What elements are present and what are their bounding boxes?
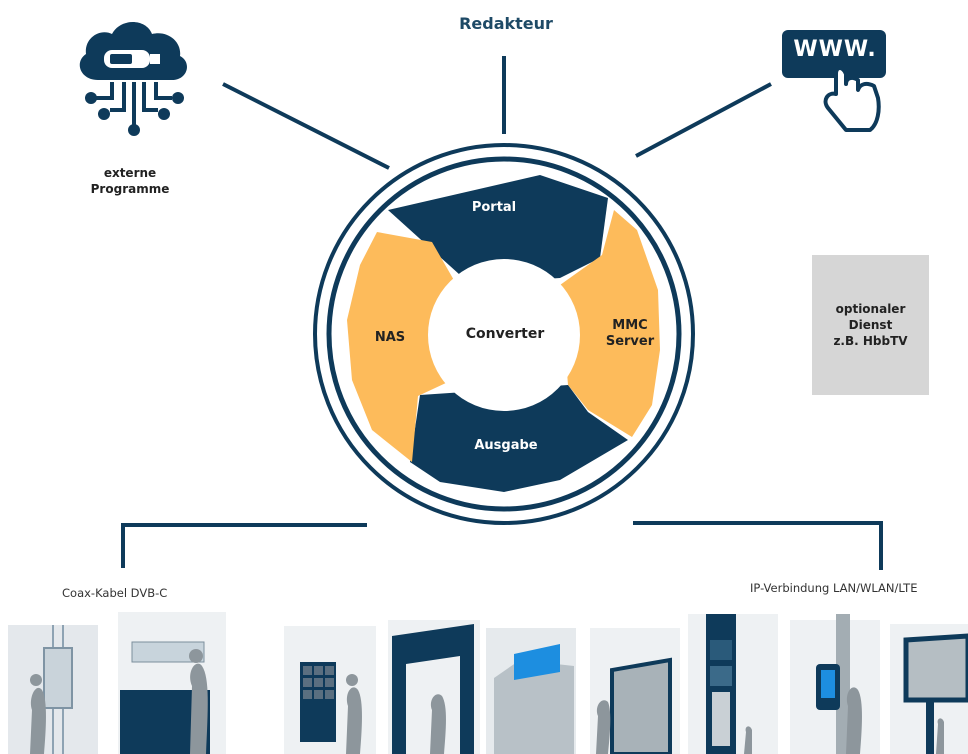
connector-coax (121, 523, 367, 568)
mmc-line2: Server (605, 334, 655, 349)
external-line2: Programme (90, 182, 170, 196)
external-line1: externe (103, 166, 157, 180)
optional-line3: z.B. HbbTV (833, 334, 908, 348)
ip-label: IP-Verbindung LAN/WLAN/LTE (750, 581, 918, 595)
coax-label: Coax-Kabel DVB-C (62, 586, 168, 600)
external-programs-label: externe Programme (60, 165, 200, 197)
www-click-icon (782, 30, 886, 132)
www-text: WWW. (793, 37, 877, 62)
counter-illustration (118, 612, 226, 754)
connector-ip (633, 521, 883, 570)
segment-nas (347, 232, 455, 462)
mmc-server-label: MMC Server (590, 318, 670, 350)
converter-label: Converter (465, 326, 545, 342)
nas-label: NAS (374, 330, 406, 345)
segment-portal (388, 175, 608, 284)
optional-service-box: optionaler Dienst z.B. HbbTV (812, 255, 929, 395)
billboard-illustration (890, 624, 968, 754)
stele-illustration (8, 625, 98, 754)
connector-www (635, 82, 772, 158)
inner-ring (326, 156, 682, 512)
locker-wall-illustration (284, 626, 376, 754)
pylon-illustration (688, 614, 778, 754)
redakteur-label: Redakteur (459, 14, 553, 33)
pole-kiosk-illustration (790, 614, 880, 754)
segment-mmc (560, 210, 660, 437)
optional-line1: optionaler (835, 302, 906, 316)
mmc-line1: MMC (612, 318, 648, 333)
building-display-illustration (486, 628, 576, 754)
converter-hub (428, 259, 580, 411)
portal-label: Portal (471, 200, 517, 215)
segment-ausgabe (410, 385, 628, 492)
frame-display-illustration (590, 628, 680, 754)
ausgabe-label: Ausgabe (474, 438, 538, 453)
connector-external (222, 82, 390, 170)
gate-illustration (388, 620, 480, 754)
cloud-usb-icon (79, 22, 187, 136)
display-illustrations (8, 612, 968, 754)
optional-line2: Dienst (848, 318, 893, 332)
